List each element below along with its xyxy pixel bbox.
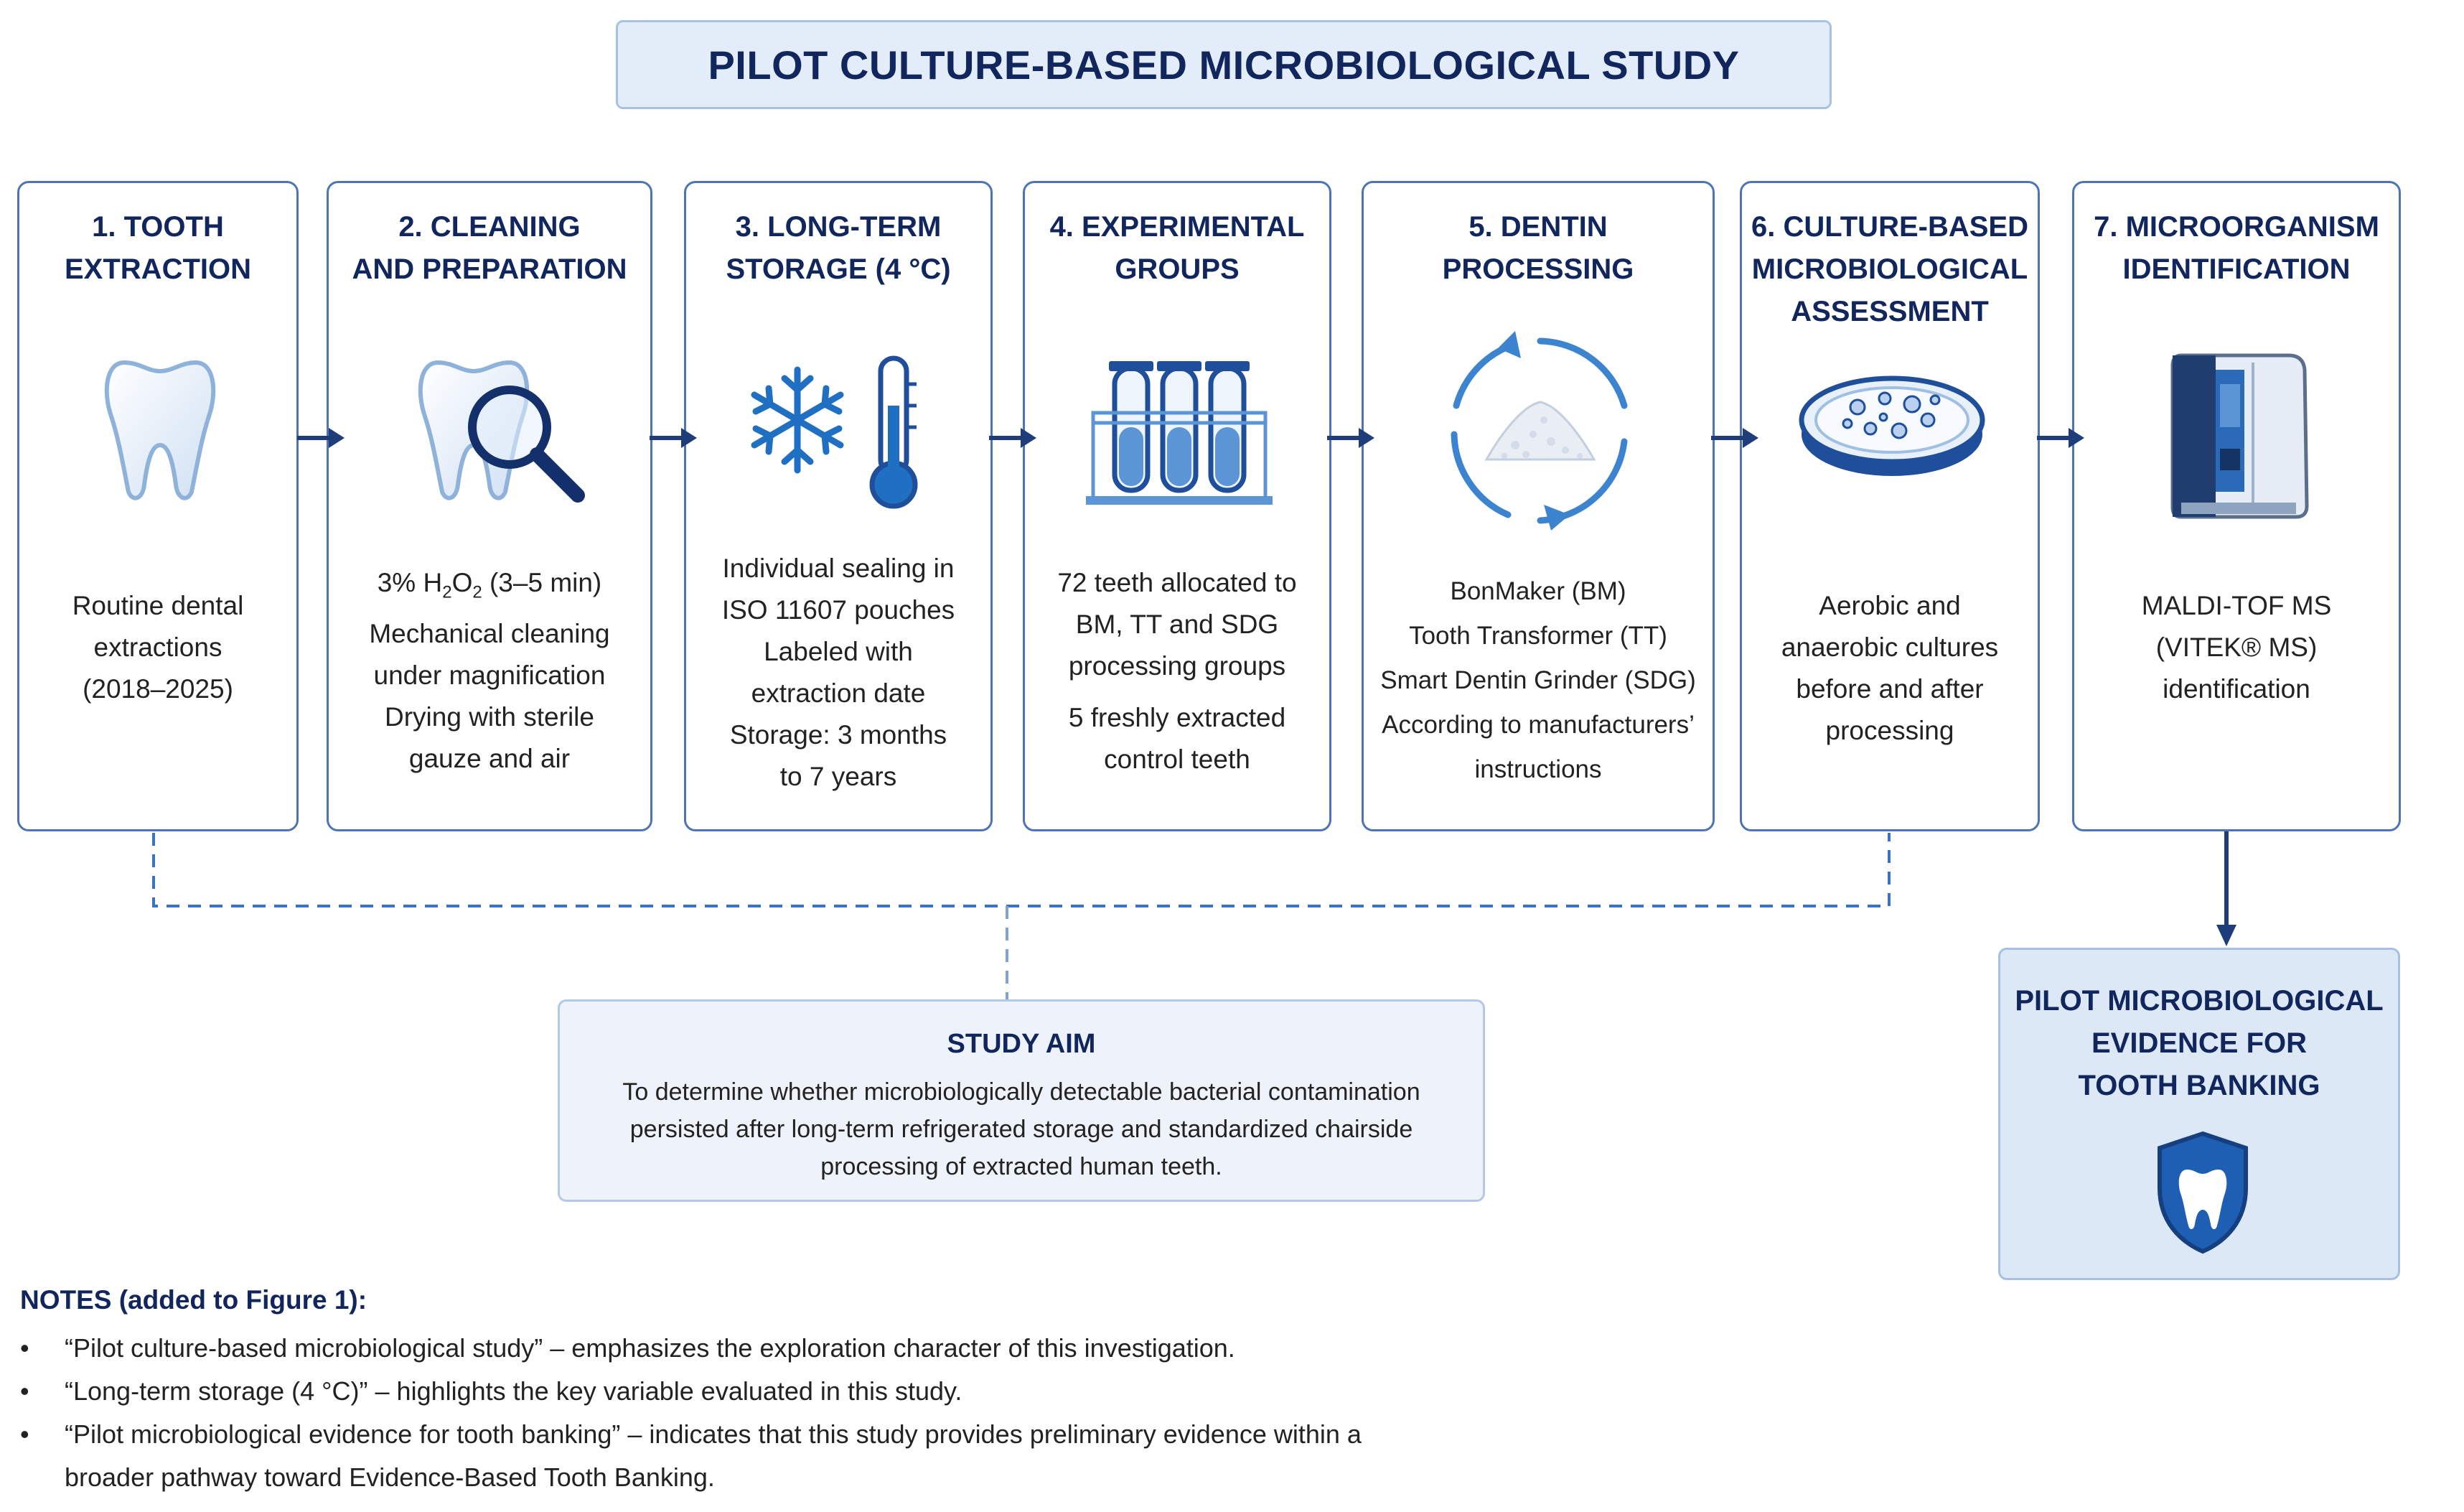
notes-title: NOTES (added to Figure 1):: [20, 1285, 367, 1315]
step-7-line: MALDI-TOF MS: [2141, 591, 2332, 620]
diagram-title-box: PILOT CULTURE-BASED MICROBIOLOGICAL STUD…: [616, 20, 1832, 109]
formula-subscript: 2: [472, 582, 482, 602]
step-title-1: 1. TOOTH EXTRACTION: [65, 211, 251, 285]
step-card-7: 7. MICROORGANISM IDENTIFICATION MALDI-TO…: [2072, 181, 2401, 831]
study-aim-box: STUDY AIM To determine whether microbiol…: [558, 999, 1485, 1202]
step-card-4: 4. EXPERIMENTAL GROUPS 72: [1023, 181, 1331, 831]
step-3-line: Individual sealing in: [722, 554, 955, 583]
step-2-line: Drying with sterile: [385, 702, 594, 732]
step-3-line: to 7 years: [779, 762, 897, 791]
step-card-6: 6. CULTURE-BASED MICROBIOLOGICAL ASSESSM…: [1740, 181, 2040, 831]
step-6-line: before and after: [1796, 674, 1984, 704]
step-1-line: extractions: [93, 633, 222, 662]
arrow-right-icon: [989, 428, 1036, 448]
arrow-right-icon: [1711, 428, 1758, 448]
tooth-icon: [19, 348, 296, 722]
step-7-line: (VITEK® MS): [2155, 633, 2318, 662]
study-aim-text: To determine whether microbiologically d…: [622, 1078, 1420, 1180]
step-5-line: According to manufacturers’: [1382, 711, 1695, 739]
dentin-powder-cycle-icon: [1364, 331, 1713, 722]
step-7-line: identification: [2163, 674, 2310, 704]
step-title-2: 2. CLEANING AND PREPARATION: [352, 211, 627, 285]
step-5-line: Smart Dentin Grinder (SDG): [1380, 666, 1696, 694]
step-card-2: 2. CLEANING AND PREPARATION 3% H2O2 (3–5…: [327, 181, 652, 831]
step-5-line: BonMaker (BM): [1450, 577, 1626, 605]
step-3-line: Storage: 3 months: [729, 720, 947, 750]
diagram-title: PILOT CULTURE-BASED MICROBIOLOGICAL STUD…: [708, 42, 1740, 88]
formula-prefix: 3% H: [377, 568, 443, 597]
step-description-2: 3% H2O2 (3–5 min) Mechanical cleaning un…: [336, 562, 643, 780]
step-1-line: (2018–2025): [83, 674, 233, 704]
formula-oxygen: O: [451, 568, 473, 597]
step-6-line: Aerobic and: [1819, 591, 1961, 620]
step-3-line: Labeled with: [764, 637, 913, 666]
step-1-line: Routine dental: [72, 591, 244, 620]
formula-subscript: 2: [442, 582, 452, 602]
step-2-line: under magnification: [373, 661, 606, 691]
step-2-formula: 3% H2O2 (3–5 min): [336, 562, 643, 613]
tooth-shield-icon: [2158, 1131, 2248, 1254]
step-card-1: 1. TOOTH EXTRACTION Routine dental extra…: [17, 181, 299, 831]
step-6-line: processing: [1825, 716, 1954, 745]
step-title-4: 4. EXPERIMENTAL GROUPS: [1049, 211, 1305, 285]
step-title-7: 7. MICROORGANISM IDENTIFICATION: [2094, 211, 2379, 285]
step-description-1: Routine dental extractions (2018–2025): [27, 585, 289, 710]
test-tubes-icon: [1025, 348, 1329, 722]
step-5-line: instructions: [1474, 755, 1602, 783]
snowflake-thermometer-icon: [686, 348, 990, 722]
arrow-down-icon: [2216, 831, 2236, 946]
mass-spectrometer-icon: [2074, 348, 2399, 722]
tooth-magnifier-icon: [329, 348, 650, 722]
step-4-line: control teeth: [1104, 745, 1250, 774]
arrow-right-icon: [297, 428, 345, 448]
step-6-line: anaerobic cultures: [1781, 633, 1999, 662]
evidence-box: PILOT MICROBIOLOGICAL EVIDENCE FOR TOOTH…: [1998, 948, 2400, 1280]
step-2-line: gauze and air: [408, 744, 571, 774]
step-4-line: BM, TT and SDG: [1075, 610, 1279, 639]
note-item: “Pilot microbiological evidence for toot…: [20, 1413, 1456, 1499]
step-5-line: Tooth Transformer (TT): [1409, 622, 1667, 650]
step-description-5: BonMaker (BM) Tooth Transformer (TT) Sma…: [1371, 569, 1705, 792]
step-card-5: 5. DENTIN PROCESSING BonMaker (BM) Tooth…: [1362, 181, 1715, 831]
step-4-line: 72 teeth allocated to: [1057, 568, 1297, 597]
step-description-3: Individual sealing in ISO 11607 pouches …: [693, 548, 983, 798]
step-title-3: 3. LONG-TERM STORAGE (4 °C): [726, 211, 951, 285]
step-3-line: ISO 11607 pouches: [721, 595, 955, 625]
step-4-line: processing groups: [1068, 651, 1286, 681]
step-3-line: extraction date: [751, 678, 926, 708]
arrow-right-icon: [1327, 428, 1374, 448]
step-title-5: 5. DENTIN PROCESSING: [1442, 211, 1634, 285]
step-2-line: Mechanical cleaning: [369, 619, 610, 649]
formula-suffix: (3–5 min): [482, 568, 602, 597]
notes-list: “Pilot culture-based microbiological stu…: [20, 1327, 1456, 1499]
step-description-7: MALDI-TOF MS (VITEK® MS) identification: [2081, 585, 2392, 710]
step-4-line: 5 freshly extracted: [1068, 703, 1286, 732]
note-item: “Pilot culture-based microbiological stu…: [20, 1327, 1456, 1370]
step-title-6: 6. CULTURE-BASED MICROBIOLOGICAL ASSESSM…: [1751, 211, 2028, 327]
arrow-right-icon: [2037, 428, 2084, 448]
step-description-6: Aerobic and anaerobic cultures before an…: [1749, 585, 2030, 752]
step-description-4: 72 teeth allocated to BM, TT and SDG pro…: [1032, 562, 1322, 780]
step-card-3: 3. LONG-TERM STORAGE (4 °C): [684, 181, 993, 831]
evidence-title: PILOT MICROBIOLOGICAL EVIDENCE FOR TOOTH…: [2015, 985, 2384, 1101]
dashed-connector: [152, 833, 1891, 999]
arrow-right-icon: [650, 428, 697, 448]
note-item: “Long-term storage (4 °C)” – highlights …: [20, 1370, 1456, 1413]
petri-dish-icon: [1742, 348, 2038, 722]
study-aim-title: STUDY AIM: [947, 1029, 1096, 1059]
